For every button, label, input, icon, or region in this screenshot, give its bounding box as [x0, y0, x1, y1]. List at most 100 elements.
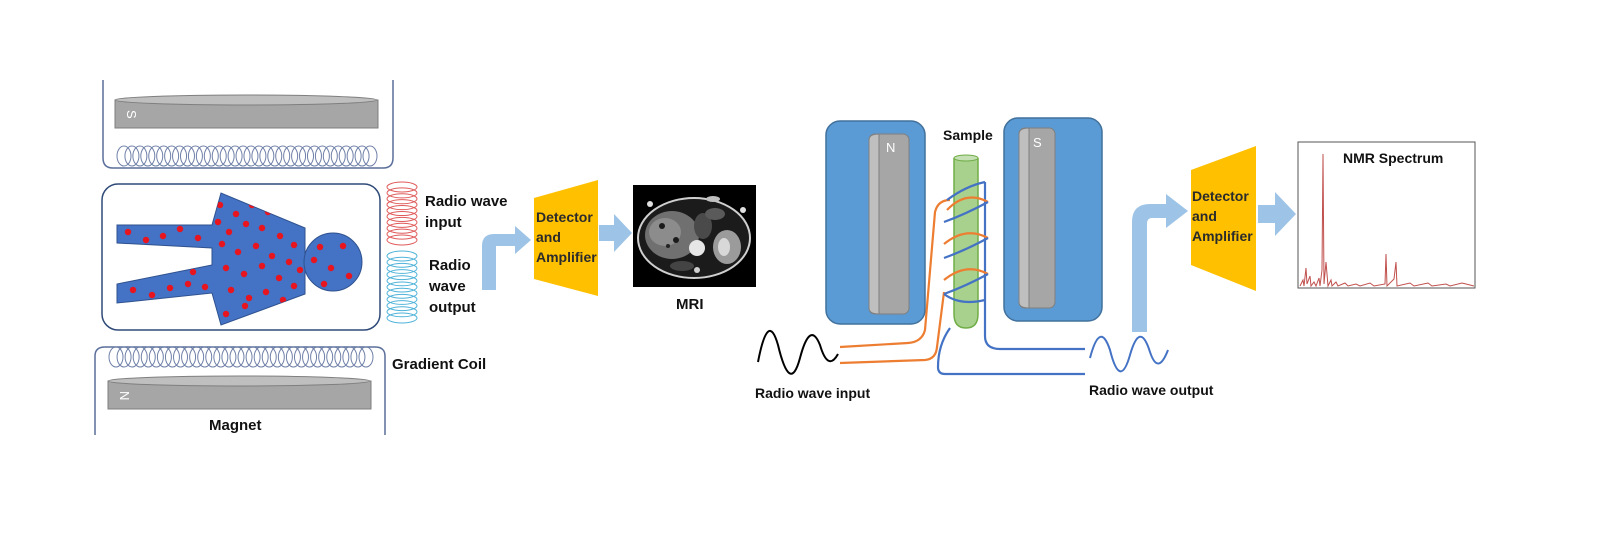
proton-dot	[316, 243, 324, 251]
mri-output-arrow	[482, 226, 531, 290]
proton-dot	[275, 274, 283, 282]
mri-image-label: MRI	[676, 296, 704, 313]
proton-dot	[124, 228, 132, 236]
coil-loop	[189, 346, 205, 368]
proton-dot	[166, 284, 174, 292]
coil-loop	[140, 145, 156, 167]
blue-coil-wire	[936, 182, 1085, 376]
coil-loop	[229, 346, 245, 368]
coil-loop	[181, 346, 197, 368]
coil-loop	[346, 145, 362, 167]
rf-coil-turn	[386, 306, 418, 318]
rf-coil-turn	[386, 187, 418, 199]
coil-loop	[156, 145, 172, 167]
coil-loop	[173, 346, 189, 368]
nmr-detector-line3: Amplifier	[1192, 228, 1253, 244]
coil-loop	[267, 145, 283, 167]
proton-dot	[225, 228, 233, 236]
nmr-spectrum-arrow	[1258, 192, 1296, 236]
coil-loop	[293, 346, 309, 368]
mri-detector-line3: Amplifier	[536, 249, 597, 265]
coil-loop	[164, 145, 180, 167]
coil-loop	[285, 346, 301, 368]
coil-loop	[172, 145, 188, 167]
rf-coil-turn	[386, 312, 418, 324]
mri-detector-amplifier: Detector and Amplifier	[534, 180, 598, 296]
coil-loop	[251, 145, 267, 167]
proton-dot	[234, 248, 242, 256]
nmr-left-pole: N	[886, 140, 895, 155]
proton-dot	[339, 242, 347, 250]
sample-label: Sample	[943, 127, 993, 143]
proton-dot	[184, 280, 192, 288]
rf-coil-turn	[386, 193, 418, 205]
proton-dot	[268, 252, 276, 260]
proton-dot	[245, 294, 253, 302]
proton-dot	[285, 258, 293, 266]
nmr-rf-coil	[839, 180, 1085, 376]
nmr-spectrum-trace	[1299, 153, 1475, 288]
proton-dot	[159, 232, 167, 240]
mri-output-label-line2: wave	[428, 278, 466, 295]
coil-loop	[221, 346, 237, 368]
proton-dot	[290, 282, 298, 290]
proton-dot	[148, 291, 156, 299]
mri-detector-line1: Detector	[536, 209, 593, 225]
coil-loop	[156, 346, 172, 368]
proton-dot	[252, 242, 260, 250]
rf-coil-turn	[386, 281, 418, 293]
coil-loop	[310, 346, 326, 368]
nmr-input-label: Radio wave input	[755, 385, 870, 401]
rf-coil-turn	[386, 205, 418, 217]
proton-dot	[214, 218, 222, 226]
coil-loop	[116, 346, 132, 368]
nmr-detector-line2: and	[1192, 208, 1217, 224]
proton-dot	[201, 283, 209, 291]
radio-wave-output-coil	[386, 250, 418, 324]
top-magnet-housing	[102, 80, 394, 169]
mri-output-label-line1: Radio	[429, 257, 471, 274]
proton-dot	[258, 224, 266, 232]
proton-dot	[345, 272, 353, 280]
coil-loop	[211, 145, 227, 167]
nmr-magnet-left: N	[825, 120, 926, 325]
coil-loop	[148, 145, 164, 167]
coil-loop	[124, 346, 140, 368]
proton-dot	[142, 236, 150, 244]
rf-coil-turn	[386, 210, 418, 222]
nmr-detector-line1: Detector	[1192, 188, 1249, 204]
orange-coil-wire	[839, 198, 951, 365]
proton-dot	[320, 280, 328, 288]
coil-loop	[283, 145, 299, 167]
coil-loop	[195, 145, 211, 167]
top-magnet-pole: S	[124, 110, 139, 119]
coil-loop	[213, 346, 229, 368]
proton-dot	[129, 286, 137, 294]
coil-loop	[203, 145, 219, 167]
rf-coil-turn	[386, 199, 418, 211]
coil-loop	[275, 145, 291, 167]
nmr-detector-amplifier: Detector and Amplifier	[1191, 146, 1256, 291]
rf-coil-turn	[386, 181, 418, 193]
coil-loop	[235, 145, 251, 167]
rf-coil-turn	[386, 293, 418, 305]
rf-coil-turn	[386, 228, 418, 240]
coil-loop	[358, 346, 374, 368]
coil-loop	[338, 145, 354, 167]
proton-dot	[216, 201, 224, 209]
bottom-magnet-pole: N	[117, 391, 132, 400]
mri-input-label-line2: input	[425, 214, 462, 231]
rf-coil-turn	[386, 216, 418, 228]
proton-dot	[241, 302, 249, 310]
proton-dot	[327, 264, 335, 272]
proton-dot	[218, 240, 226, 248]
nmr-spectrum-title: NMR Spectrum	[1343, 150, 1443, 166]
radio-wave-input-coil	[386, 181, 418, 246]
top-gradient-coil	[116, 145, 378, 167]
coil-loop	[227, 145, 243, 167]
coil-loop	[124, 145, 140, 167]
proton-dot	[296, 266, 304, 274]
coil-loop	[342, 346, 358, 368]
proton-dot	[232, 210, 240, 218]
